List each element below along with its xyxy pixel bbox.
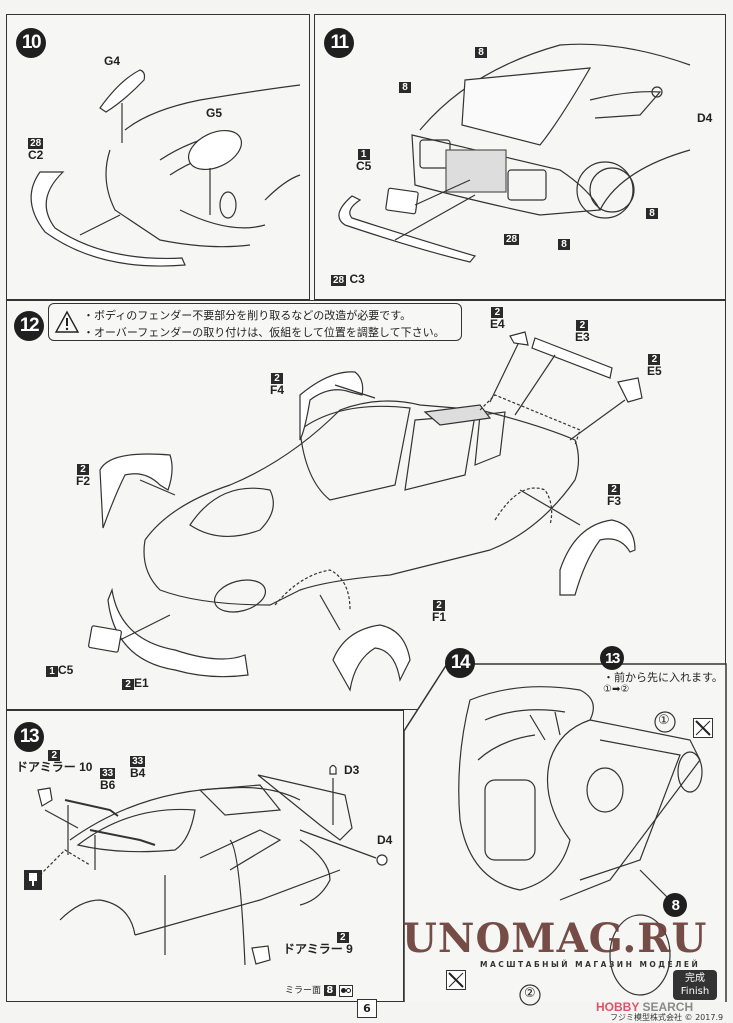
step-10-badge: 10 [16, 28, 46, 58]
part-label-d4-13: D4 [377, 833, 393, 847]
paint-callout-8: 8 [475, 45, 487, 58]
mirror-surface-label: ミラー面 8 [285, 983, 353, 997]
color-number-badge: 28 [28, 138, 44, 149]
part-label-c5: 1 C5 [356, 149, 372, 173]
watermark-logo: UNOMAG.RU [402, 915, 708, 962]
step-13-ref-badge: 13 [600, 646, 624, 670]
no-glue-icon [446, 970, 466, 990]
part-label-g5: G5 [206, 106, 223, 120]
insert-order-note: ・前から先に入れます。 [603, 671, 723, 684]
caution-note-line-1: ・ボディのフェンダー不要部分を削り取るなどの改造が必要です。 [83, 309, 412, 322]
step-13-badge: 13 [14, 722, 44, 752]
warning-triangle-icon [54, 310, 80, 333]
insert-order-sequence: ①➡② [603, 684, 630, 695]
no-glue-icon [693, 718, 713, 738]
callout-1: ① [658, 713, 670, 728]
copyright-text: フジミ模型株式会社 © 2017.9 [610, 1013, 724, 1022]
step-11-panel [314, 14, 726, 300]
part-label-d3: D3 [344, 763, 360, 777]
step-8-ref-badge: 8 [663, 893, 687, 917]
caution-note-box: ・ボディのフェンダー不要部分を削り取るなどの改造が必要です。 ・オーバーフェンダ… [48, 303, 462, 341]
caution-note-line-2: ・オーバーフェンダーの取り付けは、仮組をして位置を調整して下さい。 [83, 326, 445, 339]
paint-callout-28: 28 [504, 234, 520, 245]
step-10-panel [6, 14, 310, 300]
drill-hole-icon [24, 870, 42, 890]
part-label-d4: D4 [697, 111, 713, 125]
paint-callout-8: 8 [558, 237, 570, 250]
step-12-badge: 12 [14, 311, 44, 341]
page-number: 6 [357, 999, 377, 1018]
paint-callout-8: 8 [399, 80, 411, 93]
watermark-subtitle: МАСШТАБНЫЙ МАГАЗИН МОДЕЛЕЙ [480, 960, 701, 969]
step-11-badge: 11 [324, 28, 354, 58]
part-label-g4: G4 [104, 54, 121, 68]
part-label-c2: 28 C2 [28, 138, 44, 162]
step-14-badge: 14 [445, 648, 475, 678]
callout-2: ② [524, 986, 536, 1001]
hobby-search-logo: HOBBY SEARCH [596, 1000, 694, 1014]
paint-callout-8: 8 [646, 206, 658, 219]
chrome-paint-icon [338, 984, 353, 997]
part-label-c3: 28 C3 [331, 272, 365, 286]
